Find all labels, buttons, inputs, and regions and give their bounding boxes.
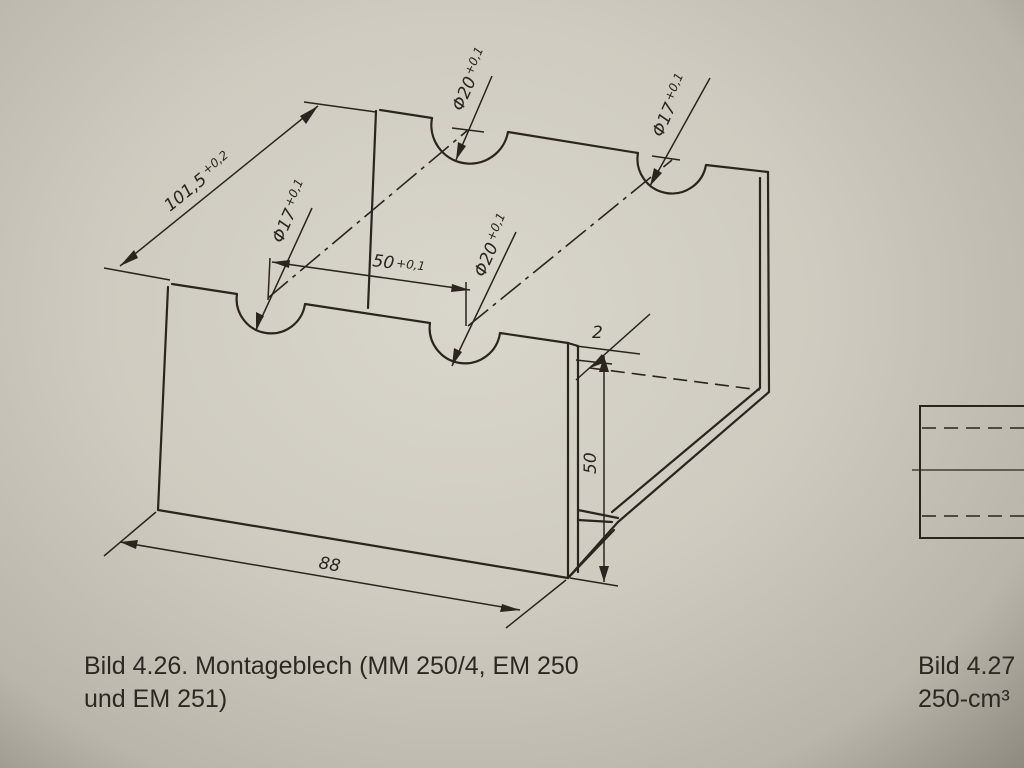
centerline-left <box>267 129 469 299</box>
dim-thickness-ext-a <box>575 345 641 355</box>
dim-thickness-value: 2 <box>592 323 603 343</box>
arrow-thickness <box>590 354 606 368</box>
dim-width-ext-a <box>103 511 157 557</box>
dim-spacing-line <box>271 261 471 291</box>
arrow-length-b <box>300 106 318 124</box>
right-fold-outer <box>566 170 771 580</box>
hidden-line-fold <box>589 367 761 391</box>
figure-caption-line-2: und EM 251) <box>84 685 228 713</box>
thickness-bottom-c <box>576 508 620 520</box>
back-panel-outline <box>378 108 770 195</box>
arrow-hole-d <box>452 348 462 366</box>
dim-length-ext-a <box>103 267 171 281</box>
arrow-length-a <box>120 250 138 266</box>
arrow-height-bottom <box>599 566 609 582</box>
arrow-width-b <box>500 604 520 612</box>
arrow-hole-b <box>456 142 466 160</box>
centerline-right <box>467 159 673 327</box>
arrow-hole-a <box>256 312 264 330</box>
leader-hole-mid-front <box>451 231 517 367</box>
dim-hole-left-front: Φ17+0,1 <box>266 177 313 246</box>
hole-tick-c <box>451 127 485 133</box>
dim-hole-mid-back: Φ20+0,1 <box>446 45 493 114</box>
thickness-bottom-b <box>576 518 614 524</box>
dim-width-value: 88 <box>317 553 342 576</box>
dim-width-ext-b <box>505 579 567 629</box>
right-fold-inner <box>610 176 762 514</box>
next-figure-caption: Bild 4.27 250-cm³ <box>918 650 1015 716</box>
hole-tick-a <box>267 257 271 301</box>
dim-thickness-leader <box>575 313 651 381</box>
dim-spacing-value: 50+0,1 <box>371 251 426 277</box>
arrow-spacing-b <box>451 284 470 292</box>
back-panel-left-edge <box>366 109 378 310</box>
front-panel-outline <box>156 282 570 580</box>
figure-caption-line-1: Bild 4.26. Montageblech (MM 250/4, EM 25… <box>84 652 579 680</box>
arrow-height-top <box>599 356 609 372</box>
dim-width-line <box>119 541 521 611</box>
dim-height-value: 50 <box>581 452 601 474</box>
dim-length-line <box>119 105 319 267</box>
leader-hole-right-back <box>649 77 711 187</box>
next-figure-outline <box>919 405 1024 539</box>
arrow-hole-c <box>650 168 662 186</box>
arrow-width-a <box>120 540 138 549</box>
next-figure-caption-line-1: Bild 4.27 <box>918 652 1016 680</box>
dim-hole-mid-front: Φ20+0,1 <box>468 211 515 280</box>
arrow-spacing-a <box>272 260 290 268</box>
dim-height-ext-bottom <box>569 577 619 587</box>
dim-hole-right-back: Φ17+0,1 <box>646 71 693 140</box>
dim-length-ext-b <box>303 101 377 113</box>
leader-hole-left-front <box>255 207 313 331</box>
hole-tick-d <box>651 155 681 161</box>
figure-caption: Bild 4.26. Montageblech (MM 250/4, EM 25… <box>84 650 579 716</box>
thickness-bottom-a <box>566 528 616 580</box>
next-figure-caption-line-2: 250-cm³ <box>918 685 1010 713</box>
